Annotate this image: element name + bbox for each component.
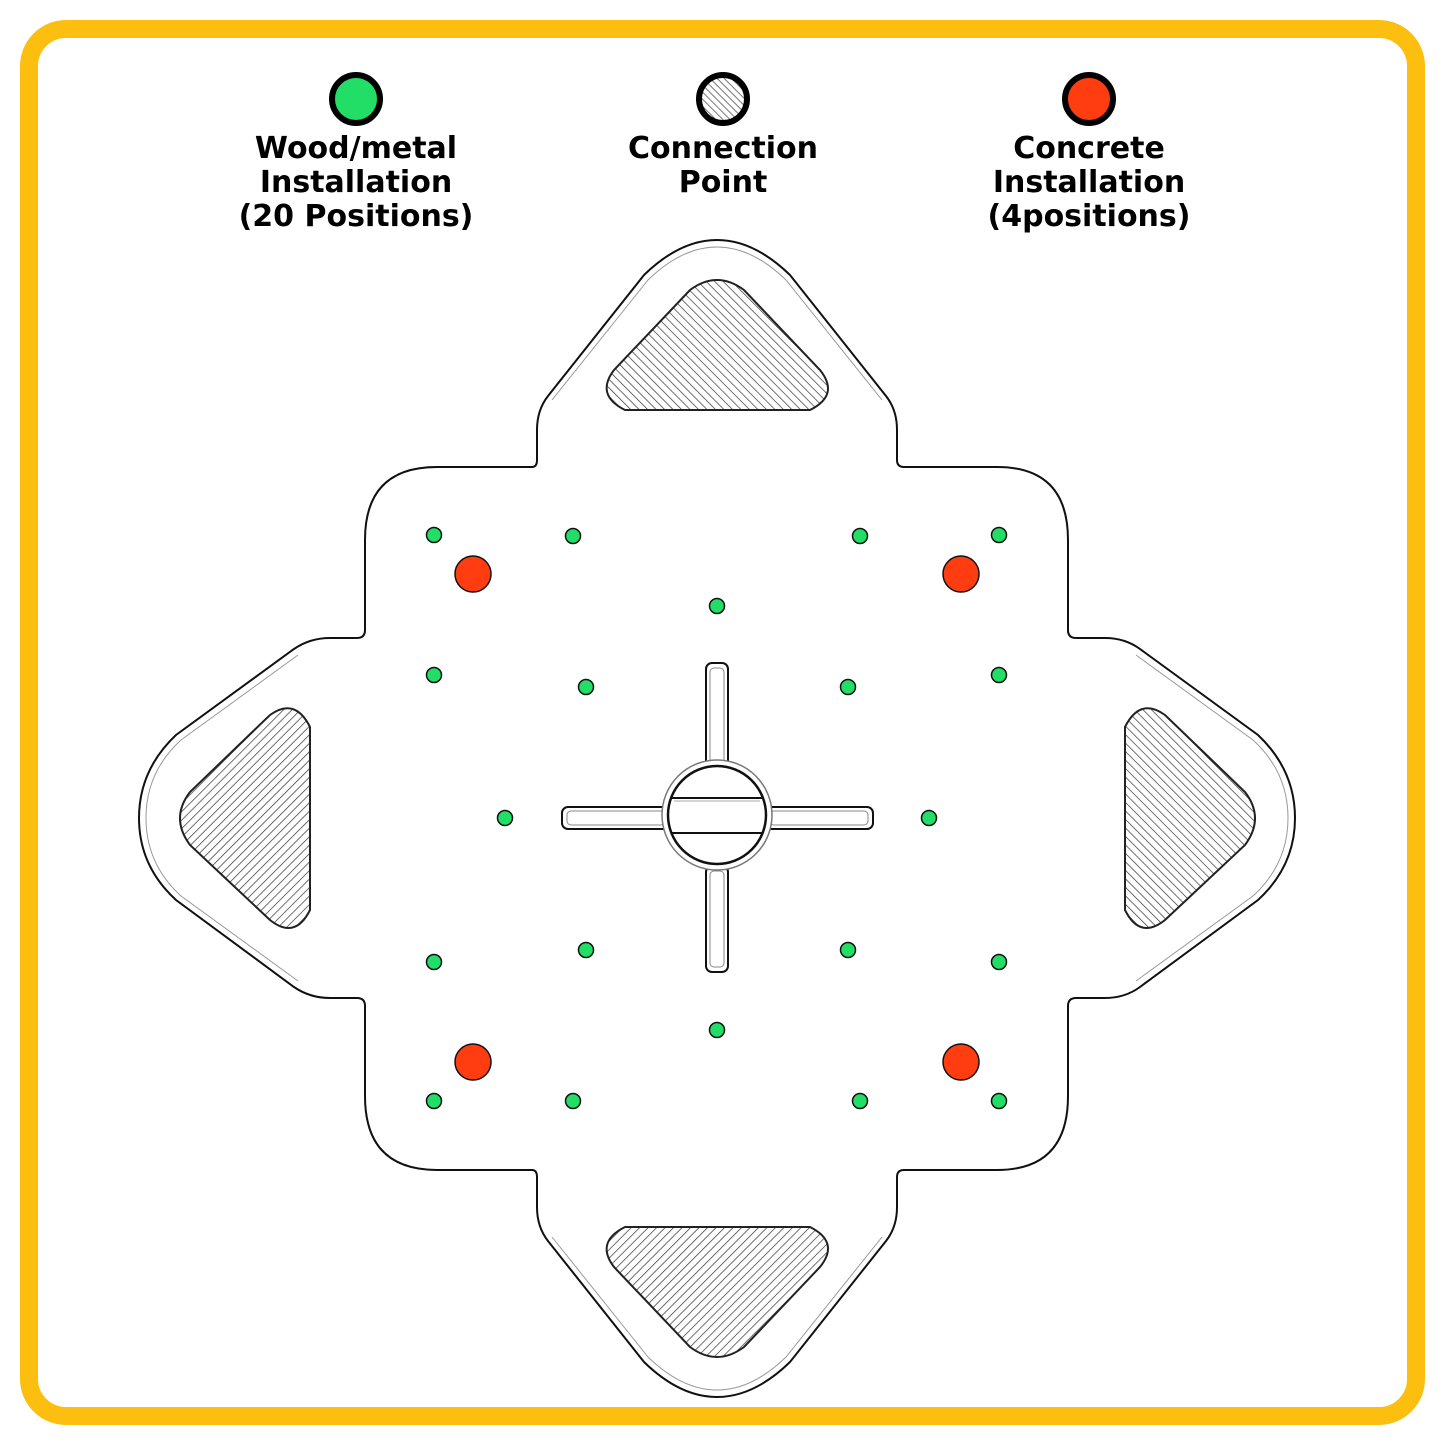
slot-top: [705, 662, 729, 770]
wood-metal-hole-20: [990, 1092, 1008, 1110]
green-dot-icon: [329, 72, 383, 126]
wood-metal-hole-6: [425, 666, 443, 684]
bottom-grip-pad: [605, 1226, 829, 1358]
wood-metal-hole-11: [920, 809, 938, 827]
wood-metal-hole-19: [851, 1092, 869, 1110]
legend-concrete-line1: Concrete: [1013, 131, 1165, 166]
wood-metal-hole-8: [839, 678, 857, 696]
legend-concrete: Concrete Installation (4positions): [929, 70, 1249, 234]
legend-connection: Connection Point: [563, 70, 883, 200]
wood-metal-hole-9: [990, 666, 1008, 684]
wood-metal-hole-17: [425, 1092, 443, 1110]
legend-concrete-label: Concrete Installation (4positions): [929, 132, 1249, 234]
concrete-hole-2: [942, 555, 980, 593]
wood-metal-hole-5: [708, 597, 726, 615]
legend-connection-line1: Connection: [627, 131, 819, 166]
right-lobe-inner-line: [1135, 654, 1289, 982]
wood-metal-hole-13: [577, 941, 595, 959]
wood-metal-hole-2: [564, 527, 582, 545]
left-lobe-inner-line: [145, 654, 299, 982]
wood-metal-hole-3: [851, 527, 869, 545]
wood-metal-hole-16: [708, 1021, 726, 1039]
wood-metal-hole-15: [990, 953, 1008, 971]
top-lobe-inner-line: [551, 246, 883, 401]
legend-wood-metal: Wood/metal Installation (20 Positions): [196, 70, 516, 234]
hatched-circle-icon: [696, 72, 750, 126]
wood-metal-hole-12: [425, 953, 443, 971]
right-grip-pad: [1124, 707, 1256, 929]
legend-concrete-line3: (4positions): [987, 199, 1191, 234]
concrete-hole-3: [454, 1043, 492, 1081]
legend-wood-metal-line3: (20 Positions): [238, 199, 474, 234]
top-grip-pad: [605, 279, 829, 411]
wood-metal-hole-10: [496, 809, 514, 827]
legend-wood-metal-label: Wood/metal Installation (20 Positions): [196, 132, 516, 234]
concrete-hole-1: [454, 555, 492, 593]
slot-bottom: [705, 865, 729, 973]
legend-connection-label: Connection Point: [563, 132, 883, 200]
red-dot-icon: [1062, 72, 1116, 126]
legend-connection-line2: Point: [678, 165, 768, 200]
center-hub: [661, 759, 773, 871]
legend-concrete-line2: Installation: [992, 165, 1186, 200]
installation-holes: [425, 526, 1008, 1110]
wood-metal-hole-18: [564, 1092, 582, 1110]
legend-wood-metal-line1: Wood/metal: [254, 131, 458, 166]
wood-metal-hole-14: [839, 941, 857, 959]
wood-metal-hole-1: [425, 526, 443, 544]
wood-metal-hole-4: [990, 526, 1008, 544]
left-grip-pad: [179, 707, 311, 929]
legend-wood-metal-line2: Installation: [259, 165, 453, 200]
concrete-hole-4: [942, 1043, 980, 1081]
slot-left: [561, 806, 671, 830]
bottom-lobe-inner-line: [551, 1236, 883, 1391]
wood-metal-hole-7: [577, 678, 595, 696]
slot-right: [764, 806, 874, 830]
